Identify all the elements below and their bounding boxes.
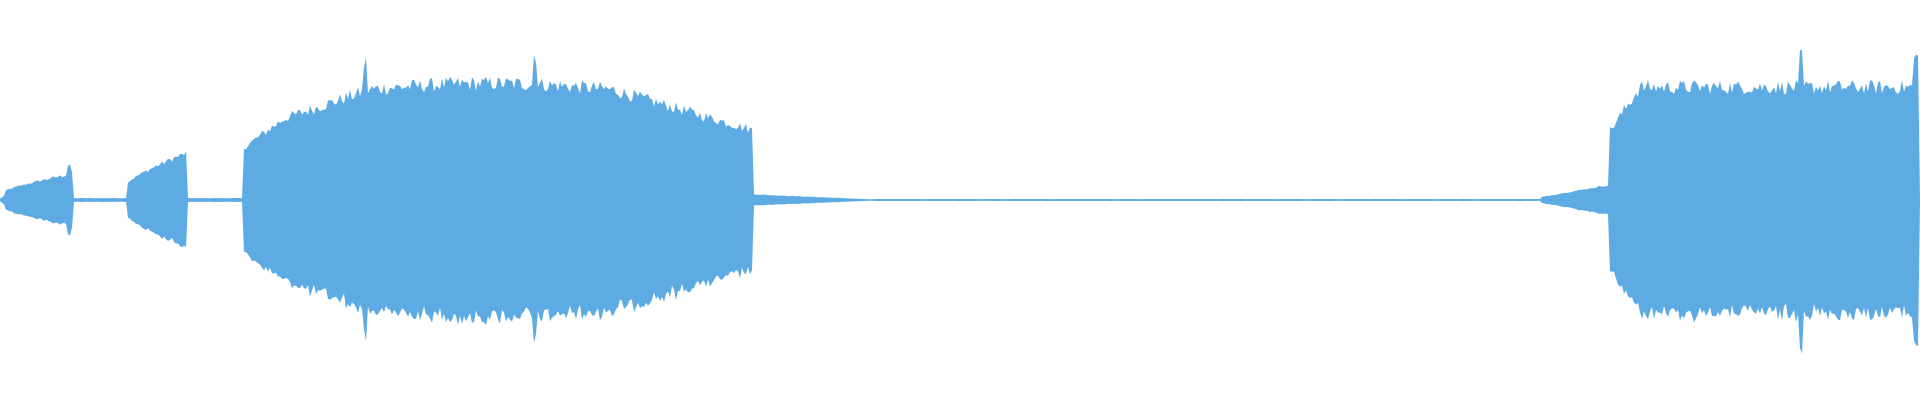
waveform-bars [0,50,1920,354]
waveform-envelope [0,50,1920,354]
